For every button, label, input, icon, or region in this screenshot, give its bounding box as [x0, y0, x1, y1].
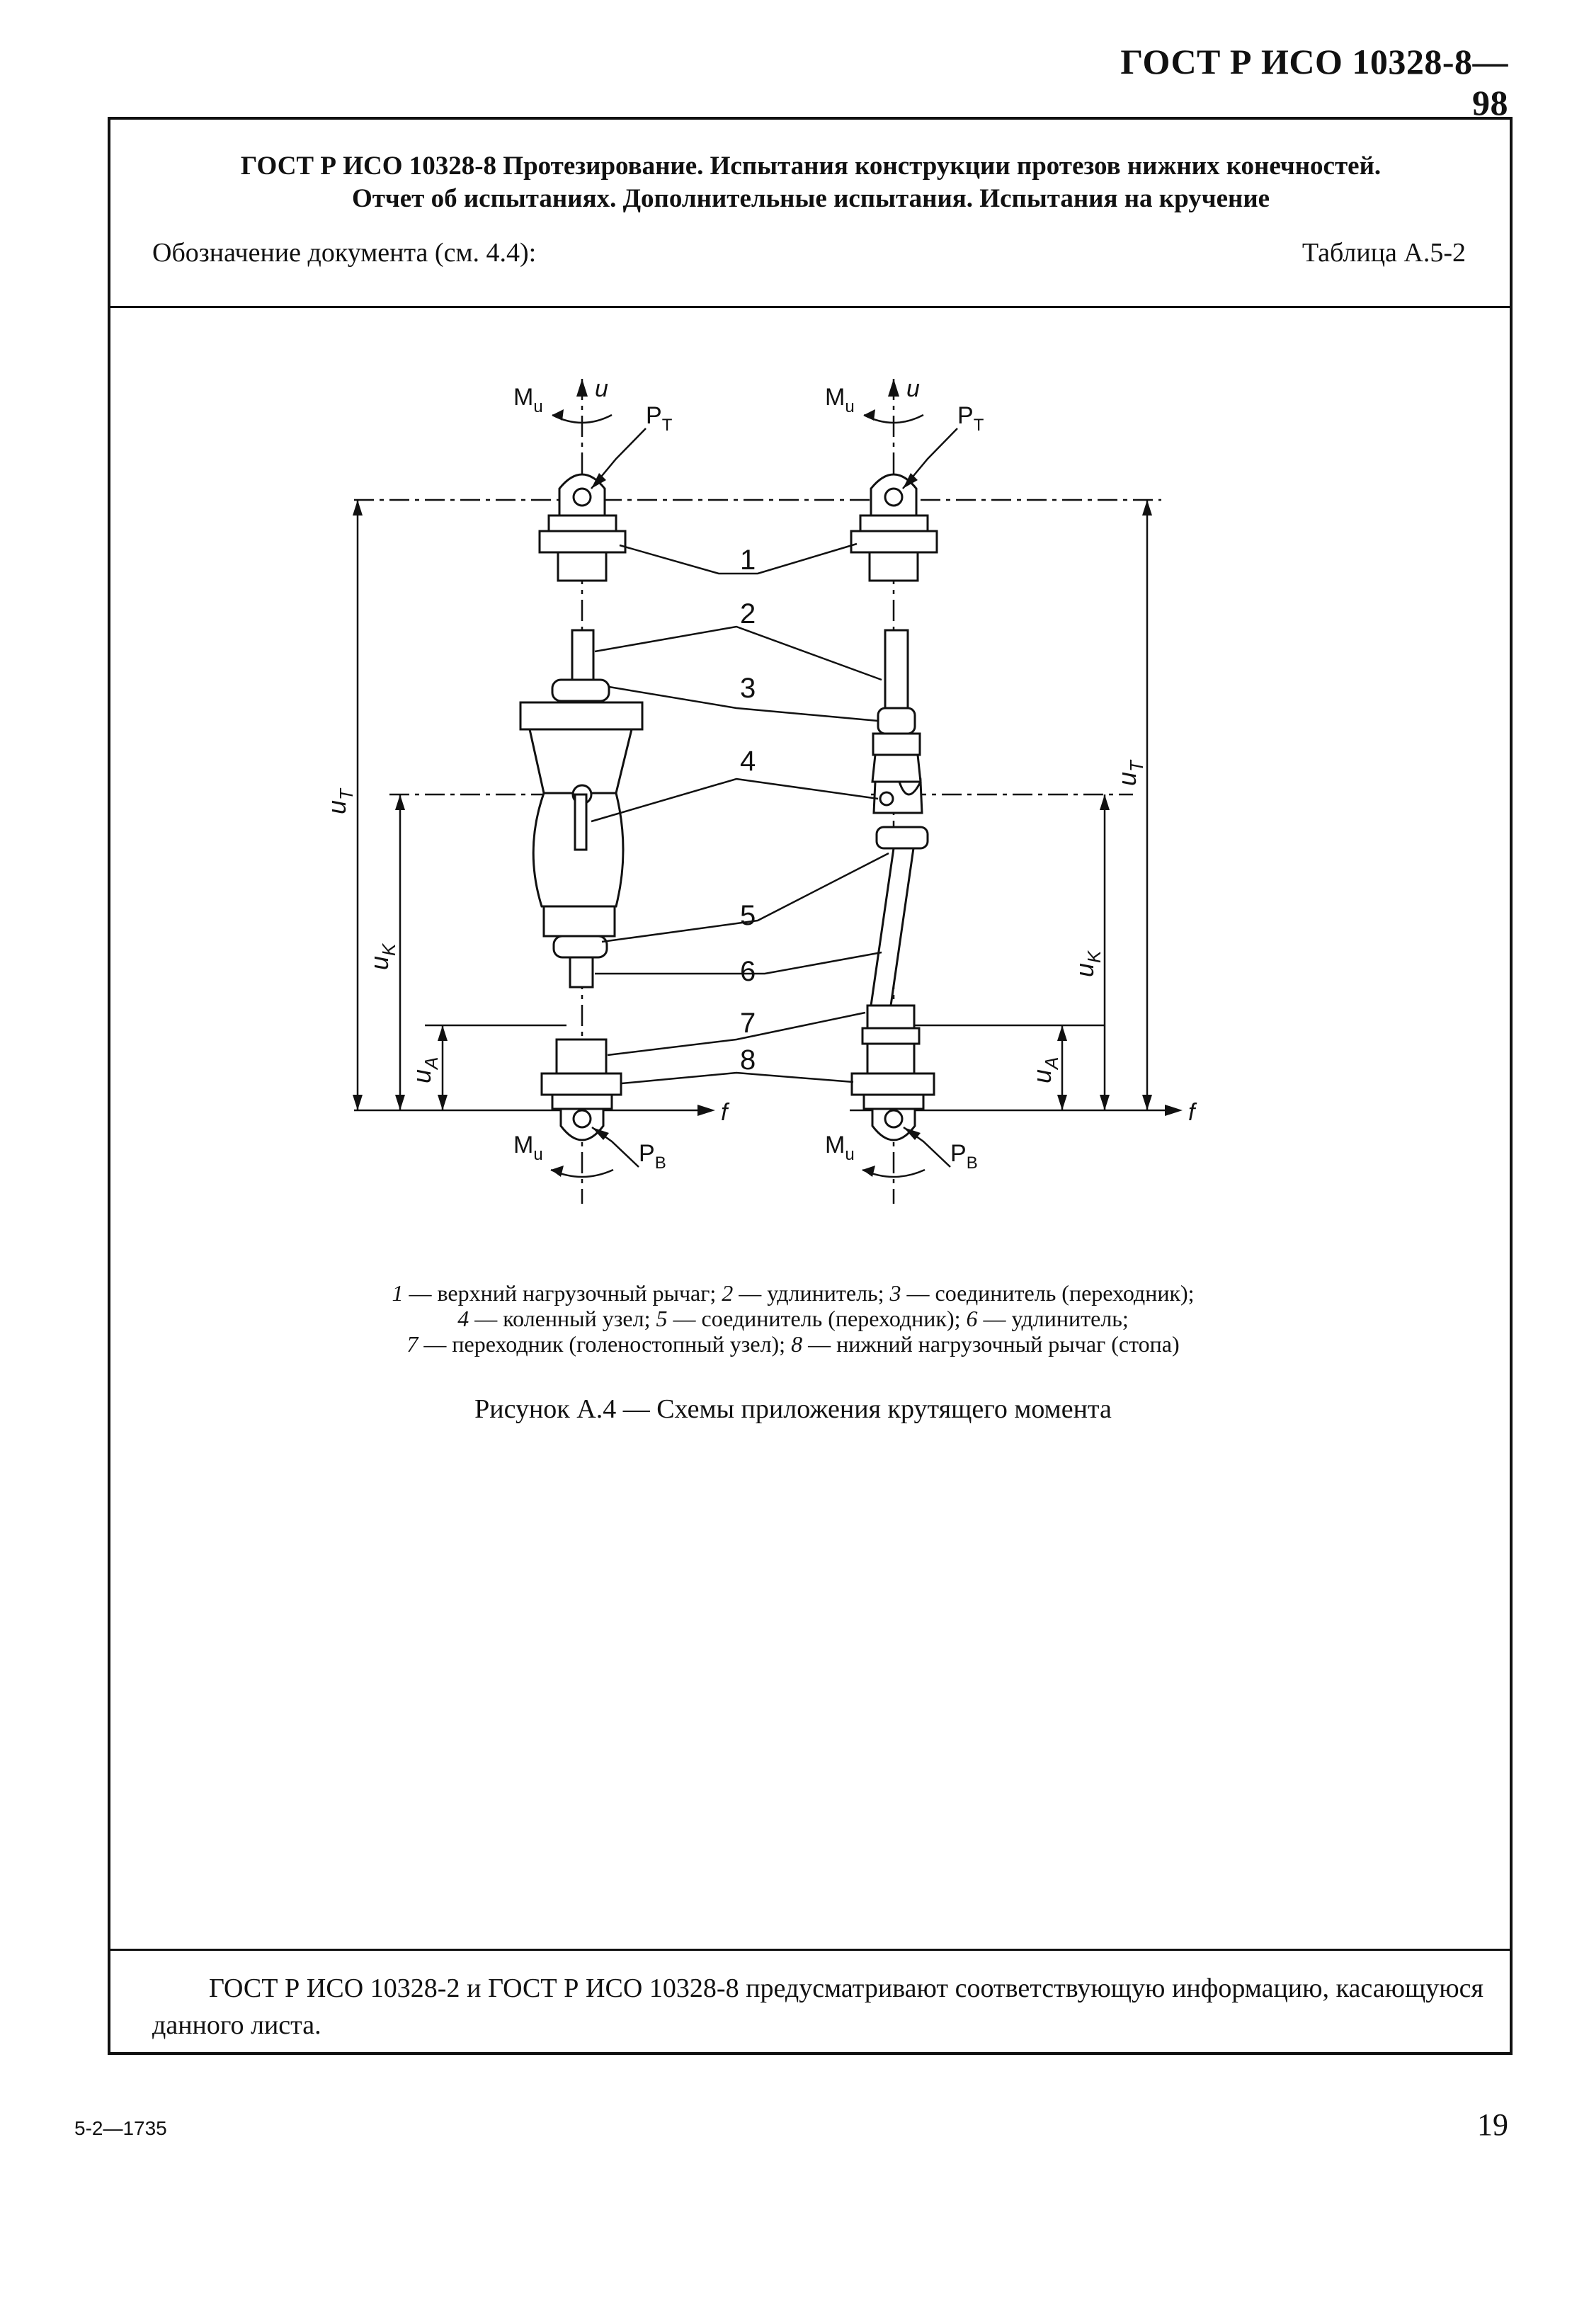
header-divider: [108, 306, 1513, 308]
torque-application-diagram: 1 2 3 4 5 6 7 8 u u f f Mu Mu Mu Mu PT P…: [322, 375, 1197, 1204]
dimension-label-uK-right: uK: [1070, 950, 1105, 977]
print-code: 5-2—1735: [74, 2117, 167, 2139]
moment-label-bottom-right: Mu: [825, 1132, 855, 1164]
axis-u-label-right: u: [906, 375, 920, 402]
axis-f-label-left: f: [721, 1099, 730, 1126]
load-point-top-left: PT: [646, 402, 673, 435]
form-title: ГОСТ Р ИСО 10328-8 Протезирование. Испыт…: [142, 150, 1480, 215]
part-number-4: 4: [740, 746, 756, 777]
load-point-top-right: PT: [957, 402, 984, 435]
moment-label-top-left: Mu: [513, 384, 543, 416]
form-title-line-1: ГОСТ Р ИСО 10328-8 Протезирование. Испыт…: [240, 152, 1382, 181]
part-number-6: 6: [740, 956, 756, 987]
dimension-label-uT-left: uT: [322, 787, 357, 814]
form-title-line-2: Отчет об испытаниях. Дополнительные испы…: [351, 184, 1270, 213]
legend-line-1: 1 — верхний нагрузочный рычаг; 2 — удлин…: [392, 1280, 1195, 1306]
part-number-2: 2: [740, 598, 756, 630]
load-point-bottom-right: PB: [950, 1140, 978, 1173]
dimension-label-uA-left: uA: [407, 1057, 442, 1083]
legend-line-3: 7 — переходник (голеностопный узел); 8 —…: [406, 1331, 1180, 1357]
load-point-bottom-left: PB: [639, 1140, 666, 1173]
part-number-7: 7: [740, 1008, 756, 1039]
form-frame: [108, 117, 1513, 2055]
part-number-5: 5: [740, 900, 756, 931]
document-designation-label: Обозначение документа (см. 4.4):: [152, 238, 537, 268]
moment-label-bottom-left: Mu: [513, 1132, 543, 1164]
part-number-8: 8: [740, 1044, 756, 1076]
dimension-label-uK-left: uK: [365, 942, 399, 970]
figure-legend: 1 — верхний нагрузочный рычаг; 2 — удлин…: [297, 1280, 1289, 1357]
figure-caption: Рисунок А.4 — Схемы приложения крутящего…: [474, 1394, 1112, 1424]
moment-label-top-right: Mu: [825, 384, 855, 416]
dimension-label-uT-right: uT: [1112, 759, 1147, 786]
footnote-text: ГОСТ Р ИСО 10328-2 и ГОСТ Р ИСО 10328-8 …: [152, 1973, 1483, 2040]
axis-u-label-left: u: [595, 375, 608, 402]
table-label: Таблица А.5-2: [1302, 238, 1466, 268]
dimension-label-uA-right: uA: [1027, 1057, 1062, 1083]
axis-f-label-right: f: [1188, 1099, 1197, 1126]
part-number-1: 1: [740, 545, 756, 576]
part-number-3: 3: [740, 673, 756, 704]
footer-divider: [108, 1949, 1513, 1951]
page-number: 19: [1477, 2107, 1508, 2142]
document-code-header: ГОСТ Р ИСО 10328-8—98: [1120, 42, 1508, 123]
legend-line-2: 4 — коленный узел; 5 — соединитель (пере…: [457, 1306, 1129, 1331]
